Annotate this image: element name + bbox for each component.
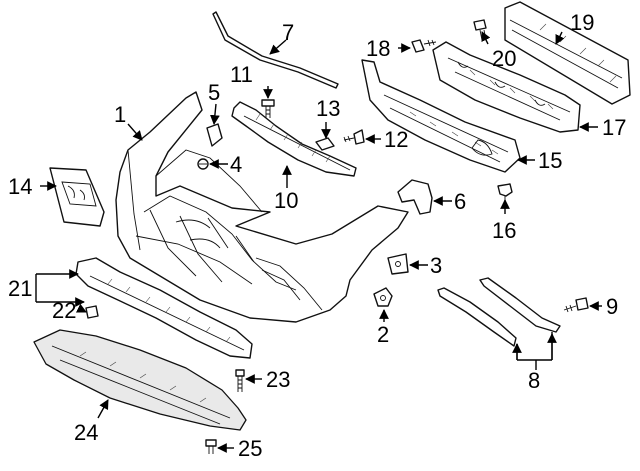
part-bumper-cover	[115, 91, 409, 323]
callout-21: 21	[8, 276, 32, 301]
callout-16: 16	[492, 218, 516, 243]
callout-25: 25	[238, 436, 262, 461]
part-bracket-3	[387, 253, 409, 275]
callout-6: 6	[454, 189, 466, 214]
part-screw-12	[343, 129, 365, 145]
part-side-moldings	[437, 277, 561, 347]
callout-22: 22	[52, 298, 76, 323]
callout-19: 19	[570, 10, 594, 35]
part-bolt-23	[235, 369, 245, 392]
callout-4: 4	[230, 152, 242, 177]
part-bolt-18	[411, 39, 437, 53]
callout-8: 8	[528, 368, 540, 393]
callout-9: 9	[606, 294, 618, 319]
callout-18: 18	[366, 36, 390, 61]
callout-13: 13	[316, 96, 340, 121]
part-bolt-20	[473, 19, 487, 41]
part-under-cover	[33, 329, 247, 431]
callout-3: 3	[430, 253, 442, 278]
part-clip-5	[206, 123, 223, 147]
callout-5: 5	[208, 80, 220, 105]
part-bracket-2	[373, 287, 393, 307]
callout-14: 14	[8, 174, 32, 199]
callout-24: 24	[74, 420, 98, 445]
callout-labels: 1 2 3 4 5 6 7 8 9 10 11 12 13 14 15 16 1…	[8, 10, 626, 461]
part-clip-22	[85, 305, 99, 319]
leader-lines	[35, 31, 602, 453]
part-upper-retainer	[231, 101, 357, 177]
callout-17: 17	[602, 115, 626, 140]
part-molding-strip	[212, 11, 339, 89]
part-lower-retainer	[75, 257, 253, 359]
callout-11: 11	[230, 62, 253, 87]
part-bolt-9	[563, 297, 589, 313]
callout-23: 23	[266, 367, 290, 392]
callout-12: 12	[384, 127, 408, 152]
callout-7: 7	[282, 20, 294, 45]
part-clip-4	[197, 158, 209, 170]
callout-1: 1	[114, 102, 126, 127]
part-screw-25	[205, 439, 217, 454]
callout-2: 2	[377, 322, 389, 347]
part-license-bracket	[49, 167, 105, 227]
part-bolt-11	[261, 99, 275, 118]
callout-20: 20	[492, 46, 516, 71]
callout-10: 10	[274, 188, 298, 213]
part-absorber-upper	[432, 41, 581, 133]
callout-15: 15	[538, 148, 562, 173]
part-retainer-13	[315, 137, 335, 151]
part-bracket-6	[397, 179, 433, 215]
